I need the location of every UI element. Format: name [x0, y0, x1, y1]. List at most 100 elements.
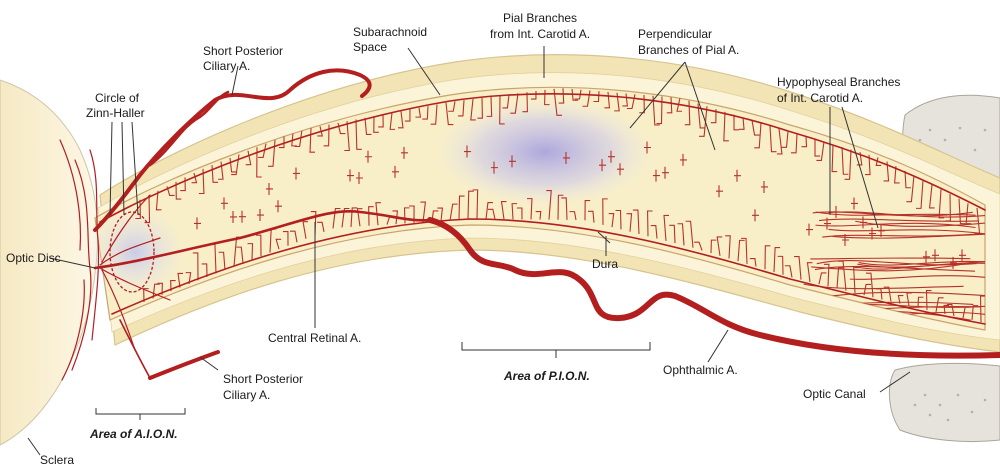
- pial-capillary: [734, 169, 741, 182]
- pial-capillary: [470, 99, 476, 121]
- pial-capillary: [647, 210, 653, 237]
- pial-capillary: [437, 207, 444, 222]
- pial-capillary: [741, 237, 748, 264]
- pial-capillary: [378, 114, 384, 128]
- pial-capillary: [344, 121, 350, 152]
- pial-capillary: [928, 184, 935, 209]
- pial-capillary: [368, 206, 374, 226]
- pial-capillary: [500, 201, 507, 220]
- pial-capillary: [375, 202, 381, 226]
- pial-capillary: [608, 150, 615, 163]
- pial-capillary: [806, 223, 813, 236]
- label-hypophyseal-branches: Hypophyseal Branches of Int. Carotid A.: [777, 75, 904, 105]
- label-sclera: Sclera: [40, 453, 74, 467]
- hypophyseal-strand: [827, 291, 985, 298]
- pial-capillary: [865, 272, 874, 298]
- hypophyseal-strand: [828, 228, 985, 235]
- hypophyseal-strand: [811, 262, 972, 272]
- pial-capillary: [365, 150, 372, 163]
- label-optic-disc: Optic Disc: [6, 251, 61, 265]
- pial-capillary: [194, 217, 201, 230]
- pial-capillary: [599, 159, 606, 172]
- pial-capillary: [716, 185, 723, 198]
- pial-capillary: [801, 136, 808, 148]
- pial-capillary: [291, 132, 297, 147]
- pial-capillary: [293, 167, 300, 180]
- pial-capillary: [769, 125, 777, 153]
- pial-capillary: [725, 235, 731, 259]
- pial-capillary: [652, 95, 660, 126]
- pial-capillary: [710, 109, 717, 124]
- pial-capillary: [716, 236, 723, 256]
- pial-capillary: [341, 207, 350, 228]
- pial-capillary: [777, 255, 784, 275]
- pial-capillary: [467, 190, 474, 220]
- pial-capillary: [332, 207, 341, 229]
- pial-capillary: [553, 88, 562, 116]
- pial-capillary: [959, 249, 966, 262]
- pial-capillary: [477, 97, 483, 119]
- pial-capillary: [275, 200, 282, 213]
- pion-ischemia-zone: [435, 97, 655, 207]
- pial-capillary: [198, 168, 205, 195]
- pial-capillary: [587, 210, 595, 223]
- pial-capillary: [422, 106, 429, 120]
- pial-capillary: [491, 161, 498, 174]
- pial-capillary: [185, 272, 192, 285]
- circle-of-zinn-haller: [109, 211, 155, 293]
- pial-capillary: [844, 149, 852, 180]
- pial-capillary: [699, 106, 708, 137]
- pial-capillary: [221, 197, 228, 210]
- pial-capillary: [448, 101, 456, 112]
- pial-capillary: [563, 151, 570, 164]
- pial-capillary: [739, 117, 745, 130]
- pial-capillary: [445, 102, 454, 126]
- pial-capillary: [392, 210, 399, 225]
- pial-capillary: [302, 221, 309, 239]
- pial-capillary: [856, 152, 863, 166]
- pial-capillary: [571, 88, 579, 101]
- pial-capillary: [917, 296, 924, 308]
- central-retinal-artery: [93, 210, 432, 270]
- pial-capillary: [317, 126, 323, 137]
- pial-capillary: [355, 119, 362, 150]
- pial-capillary: [662, 166, 669, 179]
- pial-capillary: [836, 267, 844, 289]
- pial-capillary: [685, 220, 694, 248]
- optic-canal-bone-bottom: [888, 362, 1000, 443]
- pial-capillary: [557, 194, 564, 220]
- pial-capillary: [897, 295, 904, 304]
- pial-capillary: [457, 100, 465, 117]
- pial-vessel-upper: [99, 93, 986, 223]
- pial-capillary: [677, 223, 685, 246]
- pial-capillary: [522, 92, 528, 113]
- pial-capillary: [247, 243, 254, 260]
- pial-capillary: [602, 198, 608, 225]
- pial-capillary: [415, 107, 422, 118]
- pial-capillary: [865, 154, 871, 176]
- pial-capillary: [749, 258, 757, 267]
- pial-capillary: [486, 96, 493, 117]
- pial-capillary: [663, 214, 670, 241]
- label-short-posterior-ciliary-bottom: Short Posterior Ciliary A.: [223, 372, 306, 402]
- aion-area-bracket: [95, 408, 186, 420]
- pial-capillary: [472, 189, 479, 220]
- pial-capillary: [546, 189, 552, 220]
- pial-capillary: [401, 146, 408, 159]
- pion-area-bracket: [461, 342, 651, 358]
- pial-capillary: [510, 93, 519, 114]
- pial-capillary: [157, 282, 163, 295]
- pial-capillary: [761, 180, 768, 193]
- pial-capillary: [710, 239, 717, 254]
- pial-capillary: [487, 208, 496, 220]
- hypophyseal-strand: [855, 219, 985, 227]
- label-pial-branches: Pial Branches from Int. Carotid A.: [490, 11, 590, 41]
- pial-capillary: [781, 131, 789, 148]
- label-subarachnoid-space: Subarachnoid Space: [353, 25, 430, 54]
- pial-capillary: [923, 250, 930, 263]
- pial-capillary: [397, 111, 404, 129]
- pial-capillary: [906, 175, 915, 203]
- pial-capillary: [932, 249, 939, 262]
- pial-capillary: [561, 197, 568, 220]
- pial-capillary: [680, 153, 687, 166]
